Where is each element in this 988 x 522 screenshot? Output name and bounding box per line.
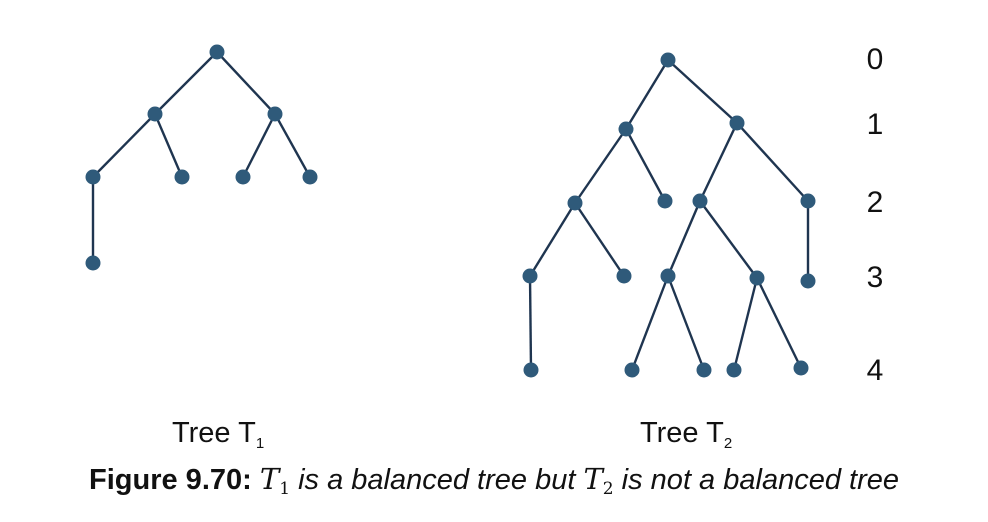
tree-t2-caption: Tree T2 <box>640 417 732 452</box>
edge-t1-b-f <box>273 113 312 178</box>
node-t2-j <box>749 270 765 286</box>
node-t2-m <box>624 362 640 378</box>
node-t2-d <box>657 193 673 209</box>
tree-t1 <box>85 44 318 271</box>
node-t2-r <box>660 52 676 68</box>
node-t2-a <box>618 121 634 137</box>
edge-t1-a-c <box>92 113 156 178</box>
node-t2-e <box>692 193 708 209</box>
node-t2-o <box>726 362 742 378</box>
edge-t2-i-n <box>666 275 706 371</box>
edge-t2-e-j <box>699 200 758 279</box>
tree-t2-caption-subscript: 2 <box>723 435 733 452</box>
t1-symbol: T1 <box>259 462 291 499</box>
t2-symbol: T2 <box>583 462 614 499</box>
edge-t2-i-m <box>630 275 670 371</box>
level-label-3: 3 <box>867 261 884 294</box>
t2-symbol-subscript: 2 <box>602 479 614 499</box>
node-t2-g <box>522 268 538 284</box>
edge-t2-c-h <box>574 202 625 277</box>
node-t2-n <box>696 362 712 378</box>
figure-number: Figure 9.70: <box>89 464 252 496</box>
caption-middle-text: is a balanced tree but <box>290 464 584 496</box>
node-t1-a <box>147 106 163 122</box>
tree-t1-caption-subscript: 1 <box>255 435 265 452</box>
edge-t2-a-d <box>624 128 667 202</box>
tree-t2 <box>522 52 816 378</box>
edge-t1-r-a <box>154 51 218 115</box>
tree-t1-caption-text: Tree T <box>172 417 256 449</box>
node-t2-b <box>729 115 745 131</box>
node-t1-g <box>85 255 101 271</box>
node-t1-b <box>267 106 283 122</box>
node-t2-i <box>660 268 676 284</box>
node-t2-h <box>616 268 632 284</box>
node-t1-e <box>235 169 251 185</box>
edge-t2-g-l <box>528 275 533 371</box>
node-t1-d <box>174 169 190 185</box>
figure-caption: Figure 9.70: T1 is a balanced tree but T… <box>0 462 988 499</box>
edge-t1-a-d <box>153 113 184 178</box>
edge-t2-j-o <box>732 277 759 371</box>
edge-t1-b-e <box>241 113 277 178</box>
edge-t2-c-g <box>528 202 577 277</box>
level-label-1: 1 <box>867 108 884 141</box>
edge-t2-r-b <box>667 59 738 124</box>
tree-t2-caption-text: Tree T <box>640 417 724 449</box>
level-label-4: 4 <box>867 354 884 387</box>
level-label-2: 2 <box>867 186 884 219</box>
edge-t2-b-e <box>698 122 739 202</box>
level-label-0: 0 <box>867 43 884 76</box>
node-t1-f <box>302 169 318 185</box>
caption-end-text: is not a balanced tree <box>613 464 899 496</box>
node-t2-c <box>567 195 583 211</box>
node-t2-p <box>793 360 809 376</box>
node-t2-l <box>523 362 539 378</box>
edge-t1-r-b <box>216 51 276 115</box>
node-t1-r <box>209 44 225 60</box>
edge-t2-j-p <box>755 277 803 369</box>
node-t2-f <box>800 193 816 209</box>
tree-t1-caption: Tree T1 <box>172 417 264 452</box>
edge-t2-a-c <box>574 128 627 204</box>
edge-t2-b-f <box>736 122 809 202</box>
edge-t2-r-a <box>624 59 670 130</box>
node-t2-k <box>800 273 816 289</box>
edge-t2-e-i <box>666 200 702 277</box>
node-t1-c <box>85 169 101 185</box>
t1-symbol-subscript: 1 <box>279 479 291 499</box>
level-labels: 0 1 2 3 4 <box>867 43 884 387</box>
